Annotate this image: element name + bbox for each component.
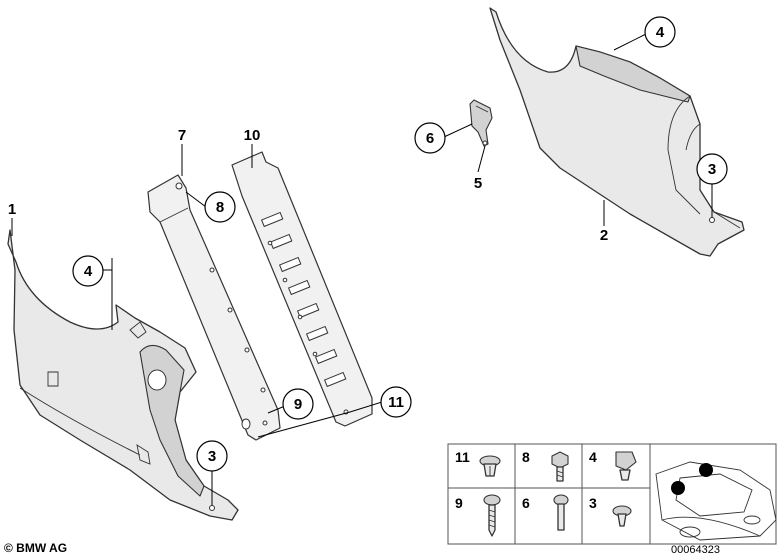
callout-11: 11 [380,386,412,418]
callout-4-left: 4 [72,255,104,287]
svg-text:2: 2 [600,227,608,244]
clip-fastener-icon [479,455,501,477]
table-label-4: 4 [589,449,597,465]
svg-text:10: 10 [244,127,261,144]
svg-text:9: 9 [294,396,302,413]
clip-bracket [469,99,493,147]
expansion-clip-icon [615,451,637,481]
svg-text:3: 3 [708,161,716,178]
bracket [147,174,281,441]
plate-slots [260,211,347,388]
copyright-label: © BMW AG [4,541,67,555]
callout-10: 10 [244,127,261,144]
svg-text:8: 8 [216,199,224,216]
table-label-3: 3 [589,495,597,511]
svg-text:5: 5 [474,175,482,192]
long-screw-icon [483,494,501,537]
right-pillar-trim [489,7,745,257]
reinforcement-plate [231,151,373,427]
screw-markers [209,217,715,511]
location-marker-front [699,463,713,477]
callout-8: 8 [204,191,236,223]
svg-text:4: 4 [84,263,93,280]
callout-3-left: 3 [196,440,228,472]
svg-text:1: 1 [8,201,16,218]
callout-5: 5 [474,175,482,192]
left-pillar-trim [7,229,239,521]
svg-text:4: 4 [656,24,665,41]
table-label-11: 11 [455,449,470,465]
table-label-6: 6 [522,495,530,511]
hex-bolt-icon [551,451,569,482]
car-location-sketch [655,461,777,541]
callout-6: 6 [414,122,446,154]
callout-2: 2 [600,227,608,244]
location-marker-rear [671,481,685,495]
table-label-9: 9 [455,495,463,511]
svg-text:3: 3 [208,448,216,465]
callout-9: 9 [282,388,314,420]
pan-screw-icon [612,505,632,527]
callout-4-right: 4 [644,16,676,48]
bolt-icon [553,494,569,531]
svg-text:6: 6 [426,130,434,147]
leader-lines [11,33,713,508]
svg-text:11: 11 [388,394,404,411]
svg-text:7: 7 [178,127,186,144]
table-label-8: 8 [522,449,530,465]
callout-7: 7 [178,127,186,144]
callout-1: 1 [8,201,16,218]
fastener-table: 11 8 4 9 6 3 [447,443,777,545]
callout-3-right: 3 [696,153,728,185]
diagram-number: 00064323 [671,544,720,556]
